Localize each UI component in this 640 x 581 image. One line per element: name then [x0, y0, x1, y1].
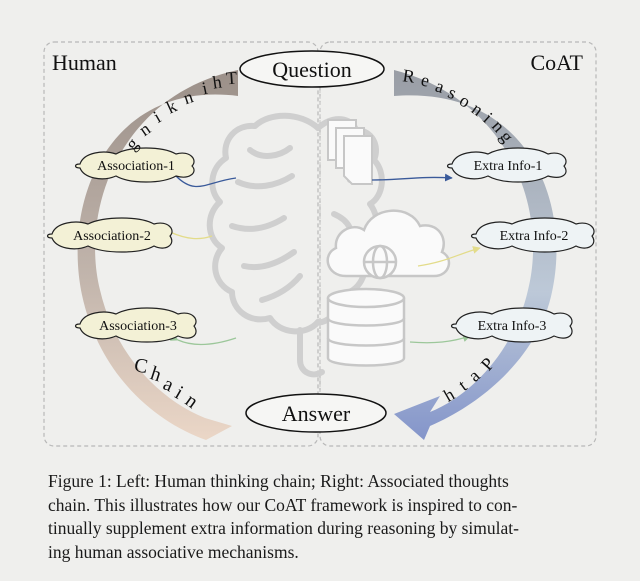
figure-caption: Figure 1: Left: Human thinking chain; Ri…	[48, 470, 608, 564]
answer-label: Answer	[282, 401, 351, 426]
caption-line-3: tinually supplement extra information du…	[48, 518, 519, 538]
cloud-globe-icon	[326, 209, 451, 280]
left-arc-band	[77, 70, 238, 440]
thinking-letter: i	[150, 107, 164, 127]
left-frame	[43, 41, 319, 447]
association-3-bubble	[74, 307, 197, 343]
question-node	[239, 50, 385, 88]
connector-arrows	[162, 168, 481, 346]
info-1-label: Extra Info-1	[474, 159, 543, 174]
thinking-letter: h	[211, 72, 223, 93]
right-frame	[319, 41, 597, 447]
thinking-letter: T	[225, 68, 237, 89]
path-letter: a	[464, 365, 483, 385]
caption-line-1: Figure 1: Left: Human thinking chain; Ri…	[48, 471, 509, 491]
documents-icon	[327, 119, 373, 185]
answer-node	[245, 393, 387, 433]
info-1-bubble	[446, 147, 567, 183]
path-letter: t	[455, 376, 471, 395]
caption-line-2: chain. This illustrates how our CoAT fra…	[48, 494, 518, 515]
association-2-bubble	[46, 217, 173, 253]
right-title: CoAT	[530, 50, 583, 75]
chain-letter: h	[148, 362, 164, 386]
arrow-association-3	[170, 333, 237, 346]
arrow-association-2	[162, 225, 213, 240]
thinking-letter: n	[135, 118, 154, 140]
info-3-label: Extra Info-3	[478, 319, 547, 334]
caption-line-4: ing human associative mechanisms.	[48, 541, 299, 562]
association-2-label: Association-2	[73, 229, 151, 244]
association-bubbles	[46, 147, 197, 343]
database-icon	[326, 287, 406, 367]
arrow-info-2	[417, 246, 481, 267]
reasoning-letter: R	[401, 65, 416, 86]
thinking-letter: i	[200, 78, 209, 99]
arrow-info-1	[371, 173, 453, 182]
info-2-label: Extra Info-2	[500, 229, 569, 244]
chain-letter: a	[160, 373, 177, 397]
association-1-label: Association-1	[97, 159, 175, 174]
arrow-association-1	[168, 168, 237, 188]
info-2-bubble	[470, 217, 595, 253]
question-label: Question	[272, 57, 351, 82]
info-3-bubble	[450, 307, 573, 343]
association-3-label: Association-3	[99, 319, 177, 334]
arrow-info-3	[409, 334, 471, 344]
left-title: Human	[52, 50, 117, 75]
association-1-bubble	[74, 147, 195, 183]
path-letter: h	[440, 384, 458, 406]
reasoning-letter: e	[419, 70, 431, 91]
info-bubbles	[446, 147, 595, 343]
chain-letter: C	[133, 354, 150, 378]
